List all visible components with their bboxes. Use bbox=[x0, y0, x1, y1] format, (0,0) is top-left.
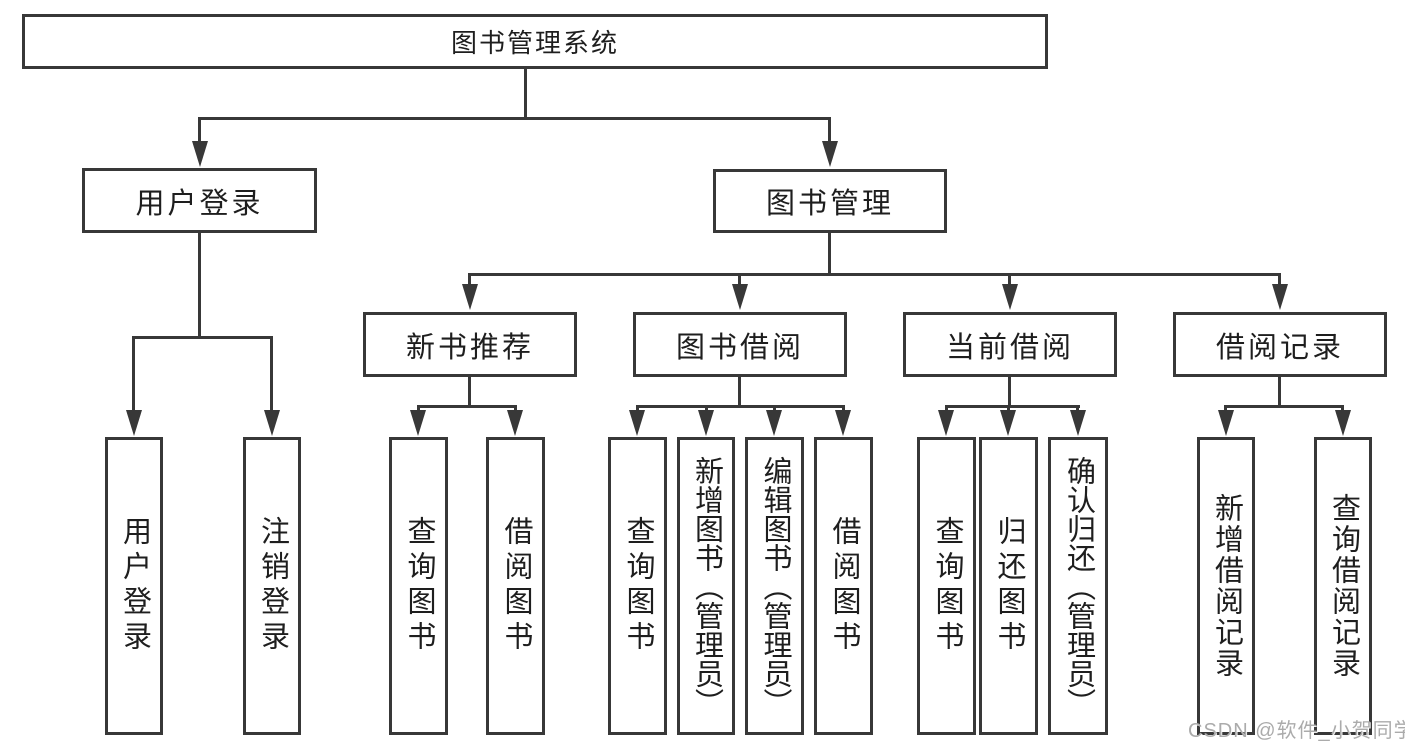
arrowhead-down-icon bbox=[192, 141, 208, 167]
node-leaf-add-book-admin: 新增图书（管理员） bbox=[677, 437, 735, 735]
node-leaf-logout: 注销登录 bbox=[243, 437, 301, 735]
node-new-book-recommend: 新书推荐 bbox=[363, 312, 577, 377]
node-label: 图书管理系统 bbox=[450, 28, 619, 58]
arrowhead-down-icon bbox=[698, 410, 714, 436]
arrowhead-down-icon bbox=[1070, 410, 1086, 436]
node-label: 借阅记录 bbox=[1215, 331, 1344, 364]
node-current-borrow: 当前借阅 bbox=[903, 312, 1117, 377]
node-label: 新增借阅记录 bbox=[1210, 493, 1243, 679]
node-label: 编辑图书（管理员） bbox=[759, 455, 791, 717]
connector-line bbox=[1008, 273, 1011, 287]
connector-line bbox=[198, 117, 201, 143]
node-user-login: 用户登录 bbox=[82, 168, 317, 233]
connector-line bbox=[132, 336, 273, 339]
watermark: CSDN @软件_小贺同学 bbox=[1188, 720, 1405, 742]
connector-line bbox=[636, 405, 639, 413]
connector-line bbox=[524, 69, 527, 117]
connector-line bbox=[1007, 405, 1010, 413]
arrowhead-down-icon bbox=[822, 141, 838, 167]
arrowhead-down-icon bbox=[410, 410, 426, 436]
node-label: 用户登录 bbox=[135, 187, 264, 220]
arrowhead-down-icon bbox=[1218, 410, 1234, 436]
node-book-management: 图书管理 bbox=[713, 169, 947, 233]
node-label: 图书借阅 bbox=[675, 331, 804, 364]
node-label: 归还图书 bbox=[993, 516, 1025, 656]
node-leaf-borrow-book-1: 借阅图书 bbox=[486, 437, 545, 735]
arrowhead-down-icon bbox=[507, 410, 523, 436]
node-leaf-return-book: 归还图书 bbox=[979, 437, 1038, 735]
node-label: 注销登录 bbox=[256, 516, 289, 656]
node-label: 查询图书 bbox=[622, 516, 654, 656]
node-label: 当前借阅 bbox=[945, 331, 1074, 364]
connector-line bbox=[468, 377, 471, 405]
node-leaf-edit-book-admin: 编辑图书（管理员） bbox=[745, 437, 804, 735]
node-label: 查询借阅记录 bbox=[1327, 493, 1360, 679]
node-leaf-query-book-2: 查询图书 bbox=[608, 437, 667, 735]
connector-line bbox=[468, 273, 471, 287]
connector-line bbox=[738, 377, 741, 405]
arrowhead-down-icon bbox=[126, 410, 142, 436]
connector-line bbox=[828, 233, 831, 273]
node-leaf-add-borrow-record: 新增借阅记录 bbox=[1197, 437, 1255, 735]
connector-line bbox=[1224, 405, 1227, 413]
node-borrow-record: 借阅记录 bbox=[1173, 312, 1387, 377]
connector-line bbox=[773, 405, 776, 413]
connector-line bbox=[842, 405, 845, 413]
arrowhead-down-icon bbox=[264, 410, 280, 436]
node-leaf-user-login: 用户登录 bbox=[105, 437, 163, 735]
connector-line bbox=[1278, 377, 1281, 405]
node-library-management-system: 图书管理系统 bbox=[22, 14, 1048, 69]
connector-line bbox=[417, 405, 420, 413]
connector-line bbox=[945, 405, 948, 413]
connector-line bbox=[198, 117, 831, 120]
connector-line bbox=[705, 405, 708, 413]
node-label: 借阅图书 bbox=[828, 516, 860, 656]
node-leaf-confirm-return-admin: 确认归还（管理员） bbox=[1048, 437, 1108, 735]
arrowhead-down-icon bbox=[1272, 284, 1288, 310]
connector-line bbox=[132, 336, 135, 410]
node-label: 新增图书（管理员） bbox=[690, 455, 723, 717]
arrowhead-down-icon bbox=[938, 410, 954, 436]
node-label: 查询图书 bbox=[931, 516, 963, 656]
node-label: 新书推荐 bbox=[405, 331, 534, 364]
arrowhead-down-icon bbox=[1000, 410, 1016, 436]
connector-line bbox=[1278, 273, 1281, 287]
node-leaf-query-book-3: 查询图书 bbox=[917, 437, 976, 735]
arrowhead-down-icon bbox=[1002, 284, 1018, 310]
connector-line bbox=[1008, 377, 1011, 405]
connector-line bbox=[945, 405, 1080, 408]
connector-line bbox=[1224, 405, 1344, 408]
arrowhead-down-icon bbox=[766, 410, 782, 436]
arrowhead-down-icon bbox=[629, 410, 645, 436]
arrowhead-down-icon bbox=[835, 410, 851, 436]
node-label: 确认归还（管理员） bbox=[1062, 455, 1095, 717]
connector-line bbox=[417, 405, 517, 408]
connector-line bbox=[198, 233, 201, 336]
node-label: 图书管理 bbox=[765, 188, 894, 220]
node-label: 查询图书 bbox=[403, 516, 435, 656]
node-label: 借阅图书 bbox=[500, 516, 532, 656]
connector-line bbox=[636, 405, 845, 408]
node-label: 用户登录 bbox=[118, 516, 151, 656]
connector-line bbox=[1341, 405, 1344, 413]
node-book-borrow: 图书借阅 bbox=[633, 312, 847, 377]
connector-line bbox=[468, 273, 1281, 276]
connector-line bbox=[828, 117, 831, 143]
connector-line bbox=[514, 405, 517, 413]
arrowhead-down-icon bbox=[1335, 410, 1351, 436]
connector-line bbox=[1076, 405, 1079, 413]
connector-line bbox=[270, 336, 273, 410]
arrowhead-down-icon bbox=[462, 284, 478, 310]
connector-line bbox=[738, 273, 741, 287]
node-leaf-borrow-book-2: 借阅图书 bbox=[814, 437, 873, 735]
arrowhead-down-icon bbox=[732, 284, 748, 310]
node-leaf-query-book-1: 查询图书 bbox=[389, 437, 448, 735]
node-leaf-query-borrow-record: 查询借阅记录 bbox=[1314, 437, 1372, 735]
